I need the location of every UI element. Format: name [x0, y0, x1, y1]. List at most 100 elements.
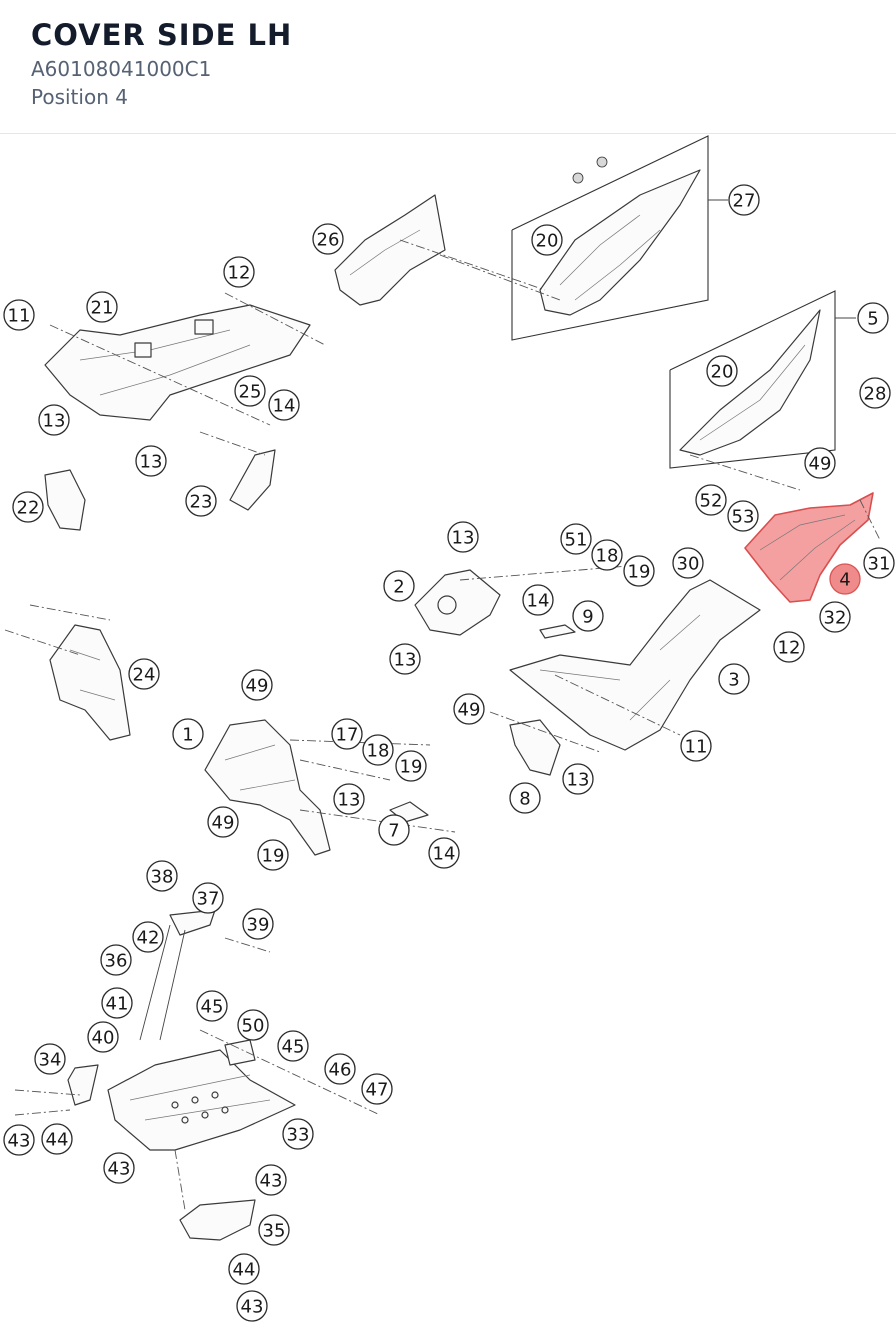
callout-43[interactable]: 43: [236, 1290, 268, 1322]
callout-label: 36: [105, 951, 128, 972]
callout-label: 24: [133, 665, 156, 686]
callout-14[interactable]: 14: [522, 584, 554, 616]
callout-26[interactable]: 26: [312, 223, 344, 255]
callout-33[interactable]: 33: [282, 1118, 314, 1150]
callout-1[interactable]: 1: [172, 718, 204, 750]
callout-34[interactable]: 34: [34, 1043, 66, 1075]
callout-5[interactable]: 5: [857, 302, 889, 334]
callout-13[interactable]: 13: [389, 643, 421, 675]
callout-43[interactable]: 43: [103, 1152, 135, 1184]
callout-circle: [192, 882, 224, 914]
callout-43[interactable]: 43: [3, 1124, 35, 1156]
callout-24[interactable]: 24: [128, 658, 160, 690]
callout-39[interactable]: 39: [242, 908, 274, 940]
callout-circle: [362, 734, 394, 766]
callout-49[interactable]: 49: [241, 669, 273, 701]
callout-49[interactable]: 49: [804, 447, 836, 479]
callout-13[interactable]: 13: [38, 404, 70, 436]
callout-19[interactable]: 19: [395, 750, 427, 782]
callout-label: 52: [700, 491, 723, 512]
callout-14[interactable]: 14: [268, 389, 300, 421]
callout-28[interactable]: 28: [859, 377, 891, 409]
callout-47[interactable]: 47: [361, 1073, 393, 1105]
callout-19[interactable]: 19: [623, 555, 655, 587]
callout-30[interactable]: 30: [672, 547, 704, 579]
callout-11[interactable]: 11: [3, 299, 35, 331]
callout-36[interactable]: 36: [100, 944, 132, 976]
callout-label: 13: [43, 411, 66, 432]
callout-20[interactable]: 20: [706, 355, 738, 387]
callout-27[interactable]: 27: [728, 184, 760, 216]
callout-31[interactable]: 31: [863, 547, 895, 579]
callout-45[interactable]: 45: [196, 990, 228, 1022]
callout-2[interactable]: 2: [383, 570, 415, 602]
part-4-cover-side-lh-highlighted[interactable]: [744, 492, 874, 603]
callout-44[interactable]: 44: [228, 1253, 260, 1285]
callout-label: 43: [241, 1297, 264, 1318]
callout-44[interactable]: 44: [41, 1123, 73, 1155]
callout-14[interactable]: 14: [428, 837, 460, 869]
callout-32[interactable]: 32: [819, 601, 851, 633]
callout-circle: [623, 555, 655, 587]
callout-label: 13: [140, 452, 163, 473]
callout-17[interactable]: 17: [331, 718, 363, 750]
callout-13[interactable]: 13: [135, 445, 167, 477]
callout-circle: [863, 547, 895, 579]
callout-3[interactable]: 3: [718, 663, 750, 695]
callout-circle: [228, 1253, 260, 1285]
callout-circle: [680, 730, 712, 762]
callout-circle: [38, 404, 70, 436]
callout-13[interactable]: 13: [447, 521, 479, 553]
callout-21[interactable]: 21: [86, 291, 118, 323]
callout-7[interactable]: 7: [378, 814, 410, 846]
callout-18[interactable]: 18: [591, 539, 623, 571]
callout-50[interactable]: 50: [237, 1009, 269, 1041]
callout-circle: [331, 718, 363, 750]
callout-37[interactable]: 37: [192, 882, 224, 914]
callout-40[interactable]: 40: [87, 1021, 119, 1053]
callout-circle: [34, 1043, 66, 1075]
callout-8[interactable]: 8: [509, 782, 541, 814]
callout-35[interactable]: 35: [258, 1214, 290, 1246]
callout-20[interactable]: 20: [531, 224, 563, 256]
callout-53[interactable]: 53: [727, 500, 759, 532]
callout-circle: [257, 839, 289, 871]
callout-43[interactable]: 43: [255, 1164, 287, 1196]
callout-19[interactable]: 19: [257, 839, 289, 871]
callout-49[interactable]: 49: [453, 693, 485, 725]
callout-45[interactable]: 45: [277, 1030, 309, 1062]
callout-12[interactable]: 12: [773, 631, 805, 663]
callout-41[interactable]: 41: [101, 987, 133, 1019]
callout-circle: [172, 718, 204, 750]
callout-13[interactable]: 13: [562, 763, 594, 795]
callout-46[interactable]: 46: [324, 1053, 356, 1085]
part-1-bracket: [204, 719, 331, 856]
callout-25[interactable]: 25: [234, 375, 266, 407]
callout-circle: [728, 184, 760, 216]
part-tail-cover: [539, 156, 701, 316]
group-box-5: [669, 290, 836, 469]
callout-11[interactable]: 11: [680, 730, 712, 762]
callout-42[interactable]: 42: [132, 921, 164, 953]
part-5-cover: [679, 309, 821, 456]
callout-49[interactable]: 49: [207, 806, 239, 838]
part-8: [509, 719, 561, 776]
callout-9[interactable]: 9: [572, 600, 604, 632]
callout-52[interactable]: 52: [695, 484, 727, 516]
callout-label: 44: [233, 1260, 256, 1281]
callout-label: 46: [329, 1060, 352, 1081]
callout-circle: [859, 377, 891, 409]
callout-51[interactable]: 51: [560, 523, 592, 555]
callout-18[interactable]: 18: [362, 734, 394, 766]
callout-22[interactable]: 22: [12, 491, 44, 523]
callout-label: 49: [458, 700, 481, 721]
part-37-bracket: [139, 909, 216, 1041]
callout-circle: [87, 1021, 119, 1053]
callout-label: 43: [260, 1171, 283, 1192]
callout-12[interactable]: 12: [223, 256, 255, 288]
callout-13[interactable]: 13: [333, 783, 365, 815]
callout-23[interactable]: 23: [185, 485, 217, 517]
callout-38[interactable]: 38: [146, 860, 178, 892]
callout-4[interactable]: 4: [829, 563, 861, 595]
